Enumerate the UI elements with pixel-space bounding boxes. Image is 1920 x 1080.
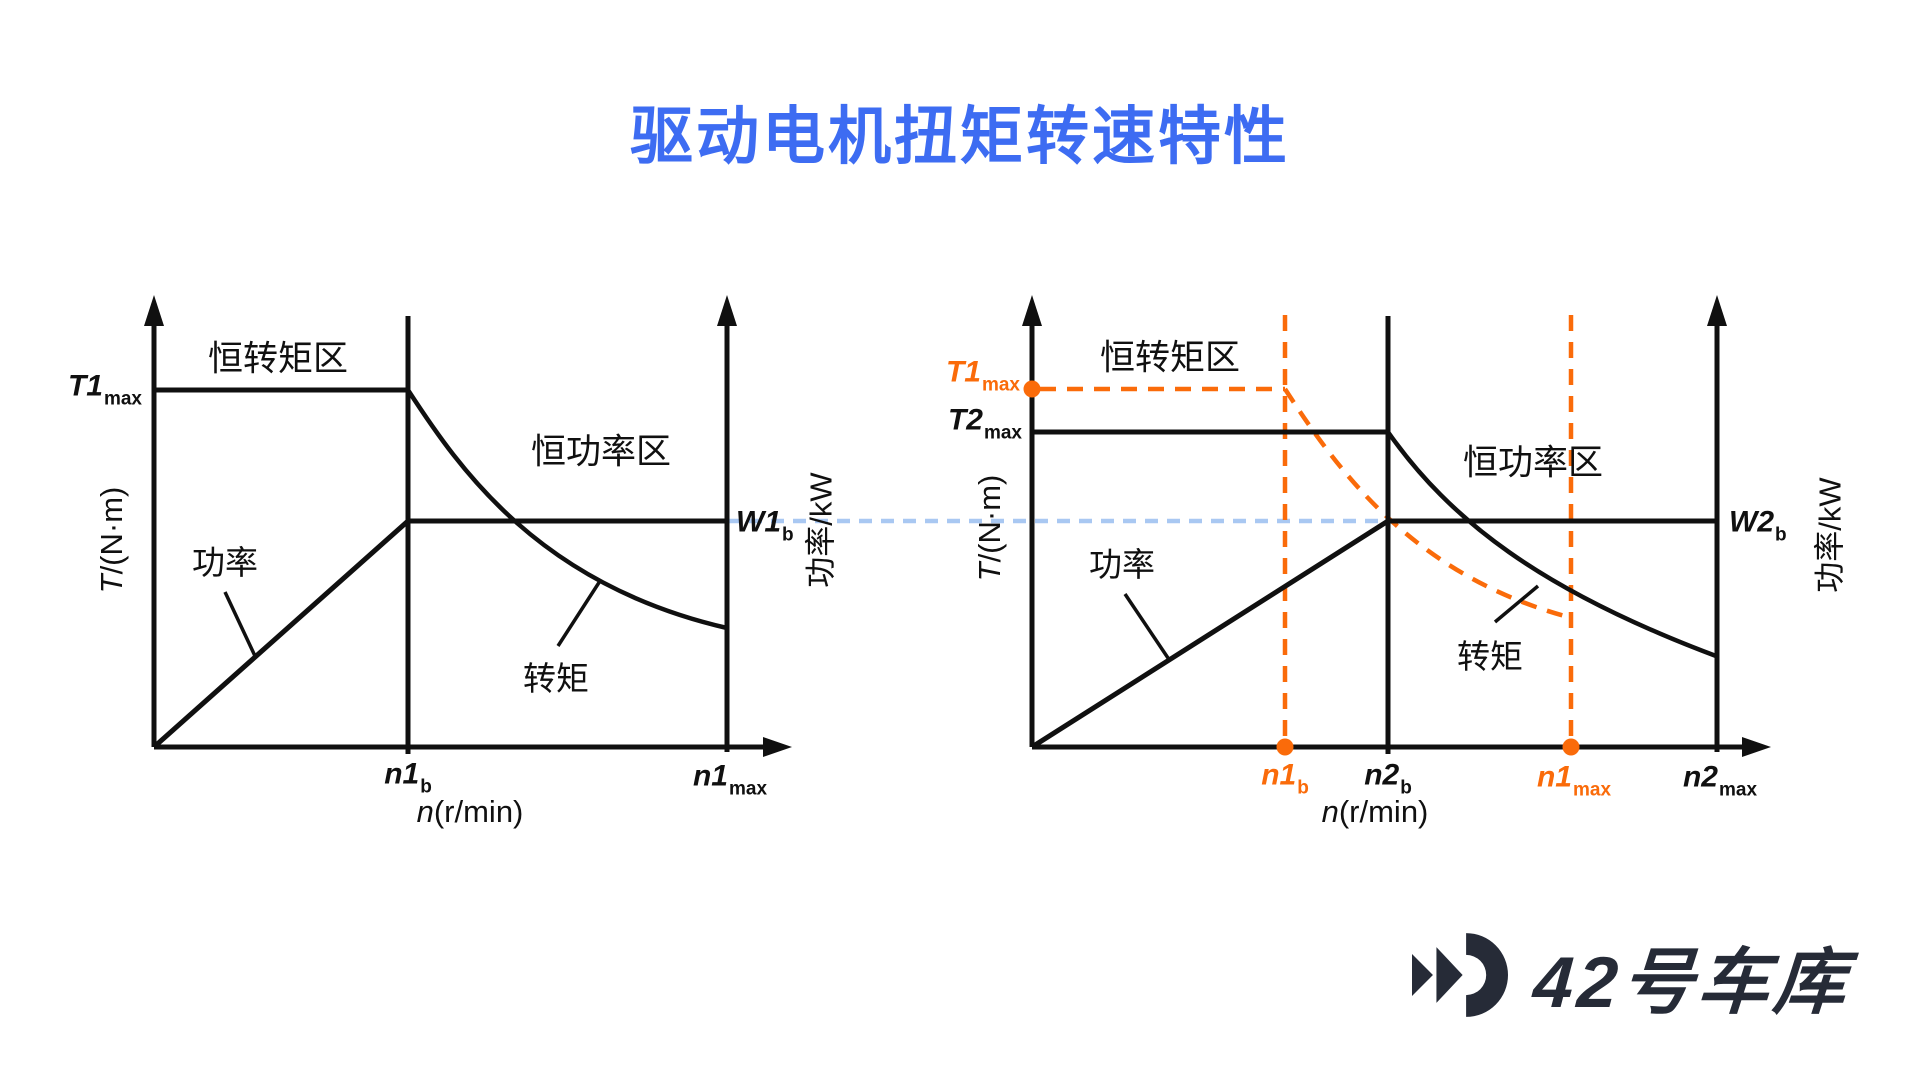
left-n1b-tick-label: n1b <box>384 757 432 798</box>
left-power-curve-label: 功率 <box>192 544 258 581</box>
right-y-axis-arrow-icon <box>1022 295 1042 326</box>
left-w1b-label: W1b <box>736 505 794 546</box>
right-y-axis-label: T/(N·m) <box>972 474 1007 582</box>
right-torque-curve-label: 转矩 <box>1457 638 1523 675</box>
n1max-marker-dot <box>1562 738 1580 756</box>
right-t2max-label: T2max <box>947 403 1022 444</box>
left-power-curve <box>152 518 727 749</box>
left-x-axis-label: n(r/min) <box>416 794 524 829</box>
right-w2b-label: W2b <box>1729 505 1787 546</box>
right-constant-torque-region-label: 恒转矩区 <box>1099 338 1241 378</box>
left-right-axis-arrow-icon <box>717 295 737 326</box>
right-n2max-tick-label: n2max <box>1682 760 1758 801</box>
left-power-pointer-line <box>223 591 257 657</box>
page-title: 驱动电机扭矩转速特性 <box>630 102 1290 172</box>
left-torque-curve-label: 转矩 <box>523 660 589 697</box>
right-chart <box>1022 295 1771 757</box>
right-torque-pointer-line <box>1493 584 1540 624</box>
right-n1b-tick-label: n1b <box>1261 758 1309 799</box>
right-y2-axis-label: 功率/kW <box>1812 477 1848 593</box>
left-chart <box>144 295 792 757</box>
right-x-axis-label: n(r/min) <box>1321 794 1429 829</box>
brand-logo-text: 42号车库 <box>1530 942 1853 1023</box>
n1b-marker-dot <box>1276 738 1294 756</box>
right-right-axis-arrow-icon <box>1707 295 1727 326</box>
right-motor1-torque-curve-dashed <box>1283 387 1573 621</box>
left-y-axis-label: T/(N·m) <box>94 486 129 594</box>
right-constant-power-region-label: 恒功率区 <box>1462 443 1604 483</box>
right-n1max-tick-label: n1max <box>1536 760 1612 801</box>
left-t1max-label: T1max <box>67 369 142 410</box>
left-constant-torque-region-label: 恒转矩区 <box>207 339 349 379</box>
left-x-axis-arrow-icon <box>763 737 792 757</box>
left-y2-axis-label: 功率/kW <box>803 472 839 588</box>
right-power-curve <box>1030 518 1717 750</box>
left-constant-power-region-label: 恒功率区 <box>530 432 672 472</box>
right-torque-curve <box>1386 430 1717 659</box>
right-power-curve-label: 功率 <box>1089 546 1155 583</box>
left-torque-pointer-line <box>556 580 602 647</box>
t1max-marker-dot <box>1023 380 1041 398</box>
right-power-pointer-line <box>1123 593 1170 659</box>
right-n2b-tick-label: n2b <box>1364 758 1412 799</box>
right-x-axis-arrow-icon <box>1742 737 1771 757</box>
left-n1max-tick-label: n1max <box>692 759 768 800</box>
brand-logo: 42号车库 <box>1412 922 1853 1028</box>
left-y-axis-arrow-icon <box>144 295 164 326</box>
42how-logo-icon <box>1412 933 1508 1017</box>
right-t1max-label: T1max <box>945 355 1020 396</box>
